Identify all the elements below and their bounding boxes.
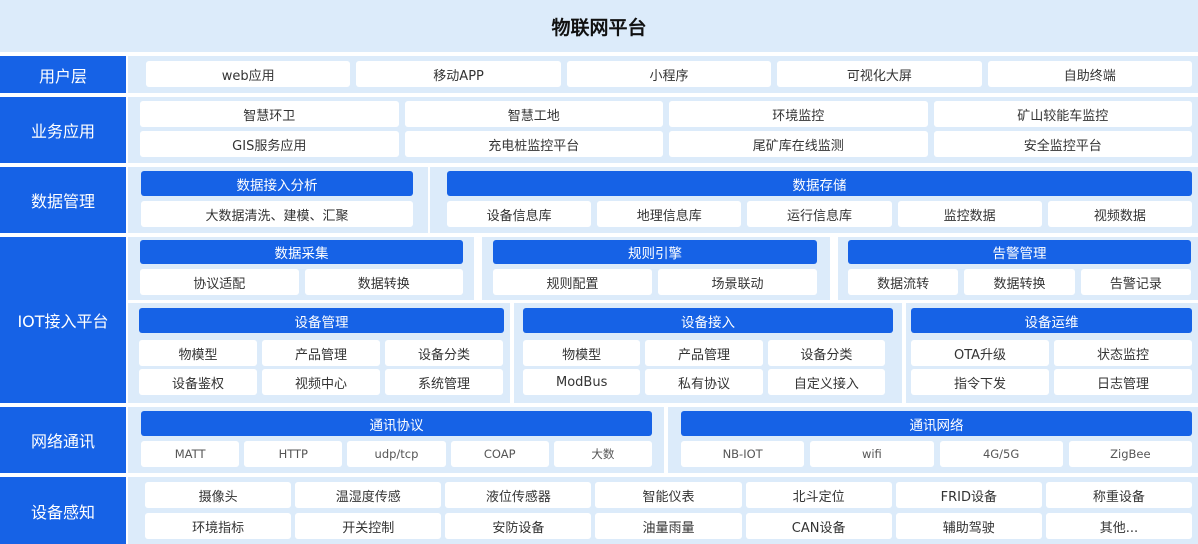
- device-access-item: 产品管理: [645, 340, 763, 366]
- sensing-device-item: 智能仪表: [595, 482, 742, 508]
- device-mgmt-item: 视频中心: [262, 369, 380, 395]
- sensing-device-item: 安防设备: [445, 513, 592, 539]
- user-app-item: 自助终端: [987, 61, 1192, 87]
- device-access-item: ModBus: [523, 369, 641, 395]
- user-app-item: 小程序: [566, 61, 772, 87]
- user-app-item: web应用: [146, 61, 351, 87]
- comm-network-item: ZigBee: [1068, 441, 1192, 467]
- device-access-item: 私有协议: [645, 369, 763, 395]
- business-item: 矿山较能车监控: [933, 101, 1192, 127]
- device-access-item: 物模型: [523, 340, 641, 366]
- device-mgmt-item: 设备分类: [385, 340, 503, 366]
- sensing-device-item: 北斗定位: [745, 482, 892, 508]
- comm-network-item: wifi: [810, 441, 934, 467]
- sensing-device-item: 温湿度传感: [295, 482, 442, 508]
- device-ops-item: 日志管理: [1054, 369, 1192, 395]
- comm-protocol-item: udp/tcp: [347, 441, 446, 467]
- business-item: 智慧工地: [404, 101, 663, 127]
- comm-network-header: 通讯网络: [681, 411, 1192, 436]
- layer-label-iot: IOT接入平台: [0, 237, 126, 403]
- page-title: 物联网平台: [0, 0, 1198, 52]
- sensing-device-item: 液位传感器: [445, 482, 592, 508]
- business-item: 充电桩监控平台: [404, 131, 663, 157]
- device-access-item: 自定义接入: [767, 369, 885, 395]
- data-storage-header: 数据存储: [447, 171, 1192, 196]
- alarm-mgmt-item: 告警记录: [1080, 269, 1191, 295]
- comm-protocol-item: COAP: [450, 441, 549, 467]
- business-item: 安全监控平台: [933, 131, 1192, 157]
- data-collect-item: 协议适配: [140, 269, 299, 295]
- comm-protocol-item: HTTP: [244, 441, 343, 467]
- sensing-device-item: 其他...: [1045, 513, 1192, 539]
- device-access-header: 设备接入: [523, 308, 893, 333]
- layer-label-network: 网络通讯: [0, 407, 126, 473]
- layer-label-data_mgmt: 数据管理: [0, 167, 126, 233]
- device-mgmt-item: 设备鉴权: [139, 369, 257, 395]
- alarm-mgmt-item: 数据转换: [964, 269, 1075, 295]
- sensing-device-item: 摄像头: [145, 482, 292, 508]
- data-collect-item: 数据转换: [304, 269, 463, 295]
- sensing-device-item: 称重设备: [1045, 482, 1192, 508]
- alarm-mgmt-header: 告警管理: [848, 240, 1191, 264]
- device-ops-header: 设备运维: [911, 308, 1192, 333]
- user-app-item: 移动APP: [356, 61, 561, 87]
- layer-label-business: 业务应用: [0, 97, 126, 163]
- data-storage-item: 运行信息库: [747, 201, 892, 227]
- sensing-device-item: FRID设备: [895, 482, 1042, 508]
- sensing-device-item: CAN设备: [745, 513, 892, 539]
- comm-protocol-item: MATT: [141, 441, 240, 467]
- business-item: 环境监控: [669, 101, 928, 127]
- layer-label-user_layer: 用户层: [0, 56, 126, 93]
- device-ops-item: 指令下发: [911, 369, 1049, 395]
- data-access-header: 数据接入分析: [141, 171, 413, 196]
- sensing-device-item: 油量雨量: [595, 513, 742, 539]
- comm-protocol-header: 通讯协议: [141, 411, 652, 436]
- data-collect-header: 数据采集: [140, 240, 463, 264]
- device-mgmt-item: 物模型: [139, 340, 257, 366]
- business-item: GIS服务应用: [140, 131, 399, 157]
- sensing-device-item: 环境指标: [145, 513, 292, 539]
- device-ops-item: 状态监控: [1054, 340, 1192, 366]
- data-storage-item: 视频数据: [1047, 201, 1192, 227]
- business-item: 智慧环卫: [140, 101, 399, 127]
- rule-engine-item: 规则配置: [493, 269, 652, 295]
- alarm-mgmt-item: 数据流转: [848, 269, 959, 295]
- comm-network-item: 4G/5G: [939, 441, 1063, 467]
- sensing-device-item: 开关控制: [295, 513, 442, 539]
- rule-engine-header: 规则引擎: [493, 240, 817, 264]
- device-access-item: 设备分类: [767, 340, 885, 366]
- rule-engine-item: 场景联动: [658, 269, 817, 295]
- data-storage-item: 监控数据: [897, 201, 1042, 227]
- business-item: 尾矿库在线监测: [669, 131, 928, 157]
- device-mgmt-item: 系统管理: [385, 369, 503, 395]
- data-storage-item: 地理信息库: [597, 201, 742, 227]
- device-ops-item: OTA升级: [911, 340, 1049, 366]
- data-storage-item: 设备信息库: [447, 201, 592, 227]
- comm-network-item: NB-IOT: [681, 441, 805, 467]
- user-app-item: 可视化大屏: [777, 61, 982, 87]
- comm-protocol-item: 大数: [553, 441, 652, 467]
- device-mgmt-header: 设备管理: [139, 308, 504, 333]
- device-mgmt-item: 产品管理: [262, 340, 380, 366]
- layer-label-sensing: 设备感知: [0, 477, 126, 544]
- sensing-device-item: 辅助驾驶: [895, 513, 1042, 539]
- data-access-item: 大数据清洗、建模、汇聚: [141, 201, 413, 227]
